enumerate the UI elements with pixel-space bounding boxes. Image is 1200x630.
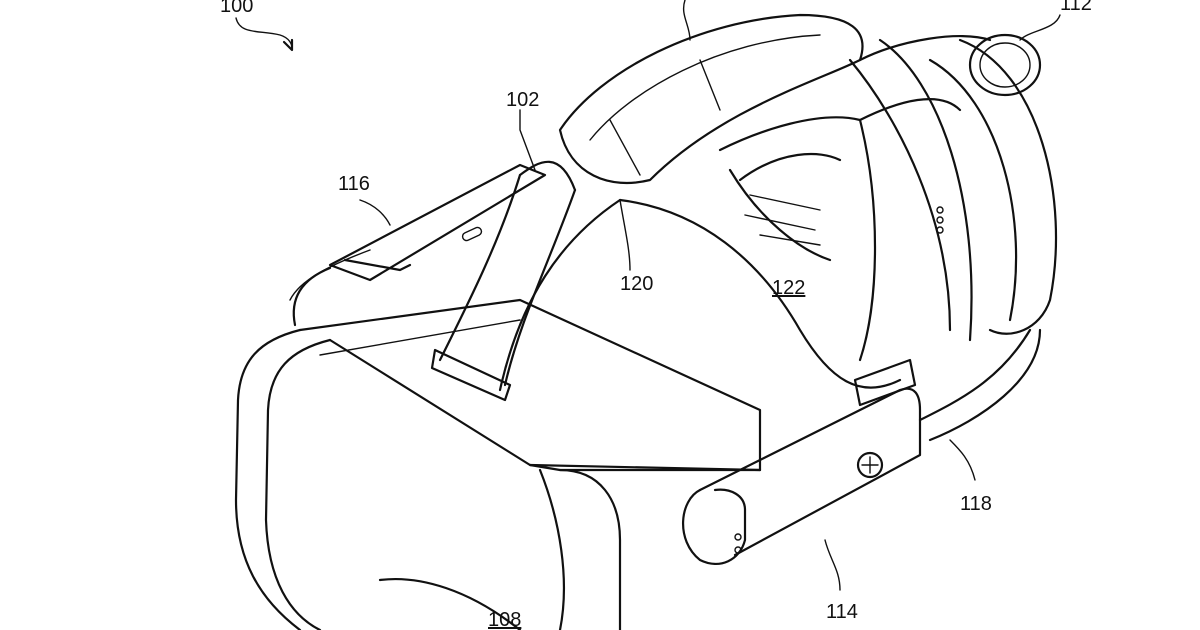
head-strap [558, 13, 992, 342]
label-102: 102 [506, 89, 539, 111]
label-120: 120 [620, 273, 653, 295]
label-112: 112 [1060, 0, 1092, 15]
leader-lines [235, 0, 1061, 591]
side-strap-116 [328, 163, 547, 282]
rear-dial-112 [928, 33, 1058, 335]
label-100: 100 [220, 0, 253, 17]
side-arm-114 [682, 328, 1042, 565]
label-118: 118 [960, 493, 992, 515]
top-strap-102 [430, 160, 577, 402]
label-116: 116 [338, 173, 370, 195]
label-122: 122 [772, 277, 805, 299]
front-visor [234, 249, 762, 630]
face-interface-122 [498, 116, 902, 392]
label-114: 114 [826, 601, 858, 623]
label-108: 108 [488, 609, 521, 630]
